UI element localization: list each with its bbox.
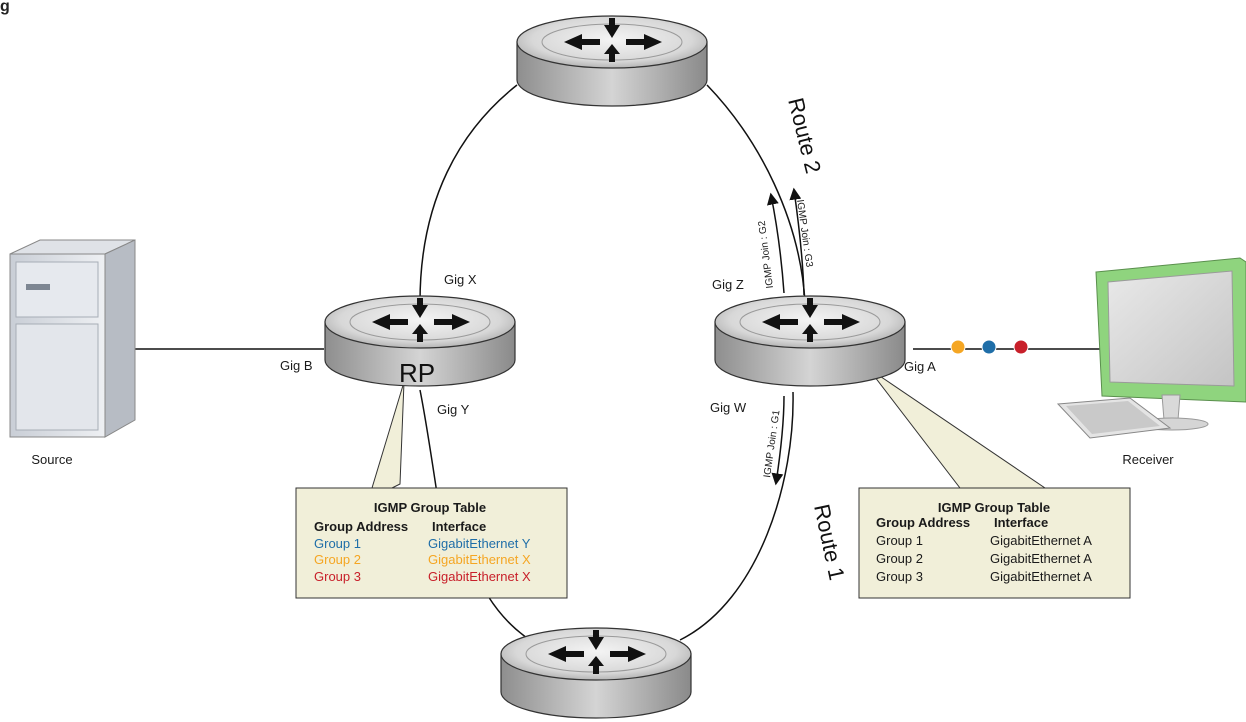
join-label-g3: IGMP Join : G3 <box>794 199 814 268</box>
router-icon <box>500 627 692 719</box>
route1-label: Route 1 <box>809 502 849 583</box>
receiver-table-group: Group 3 <box>876 569 923 584</box>
receiver-label: Receiver <box>1122 452 1174 467</box>
rp-table-header-interface: Interface <box>432 519 486 534</box>
receiver-table-box <box>858 487 1131 599</box>
figure-title: g <box>0 0 10 15</box>
group2-dot <box>950 339 966 355</box>
receiver-table-group: Group 1 <box>876 533 923 548</box>
link-right-bottom <box>679 391 794 641</box>
rp-igmp-table: IGMP Group Table Group Address Interface… <box>295 487 568 599</box>
receiver-table-interface: GigabitEthernet A <box>990 551 1092 566</box>
router-icon <box>516 15 708 107</box>
gig-w-label: Gig W <box>710 400 747 415</box>
rp-table-header-group: Group Address <box>314 519 408 534</box>
rp-label: RP <box>399 358 435 388</box>
rp-table-group: Group 3 <box>314 569 361 584</box>
receiver-table-header-interface: Interface <box>994 515 1048 530</box>
join-arrows <box>766 187 805 486</box>
group-dots <box>950 339 1029 355</box>
rp-table-box <box>295 487 568 599</box>
top-router <box>516 15 708 107</box>
join-arrow-g1 <box>771 395 785 486</box>
receiver-table-interface: GigabitEthernet A <box>990 533 1092 548</box>
receiver-table-group: Group 2 <box>876 551 923 566</box>
link-top-rp <box>419 84 518 303</box>
router-icon <box>714 295 906 387</box>
receiver-table-title: IGMP Group Table <box>938 500 1050 515</box>
rp-table-title: IGMP Group Table <box>374 500 486 515</box>
join-arrow-g2 <box>766 192 785 294</box>
right-router <box>714 295 906 387</box>
receiver-table-header-group: Group Address <box>876 515 970 530</box>
gig-z-label: Gig Z <box>712 277 744 292</box>
source-server: Source <box>9 239 136 467</box>
source-label: Source <box>31 452 72 467</box>
rp-table-group: Group 2 <box>314 552 361 567</box>
receiver-igmp-table: IGMP Group Table Group Address Interface… <box>858 487 1131 599</box>
gig-b-label: Gig B <box>280 358 313 373</box>
gig-x-label: Gig X <box>444 272 477 287</box>
gig-y-label: Gig Y <box>437 402 470 417</box>
group1-dot <box>981 339 997 355</box>
bottom-router <box>500 627 692 719</box>
receiver-table-interface: GigabitEthernet A <box>990 569 1092 584</box>
rp-table-interface: GigabitEthernet Y <box>428 536 531 551</box>
link-rp-bottom-b <box>487 595 531 641</box>
join-label-g2: IGMP Join : G2 <box>757 220 776 289</box>
links <box>133 84 1108 641</box>
gig-a-label: Gig A <box>904 359 936 374</box>
server-icon <box>9 239 136 438</box>
group3-dot <box>1013 339 1029 355</box>
route2-label: Route 2 <box>783 95 826 176</box>
join-label-g1: IGMP Join : G1 <box>762 409 782 478</box>
rp-table-group: Group 1 <box>314 536 361 551</box>
receiver-computer: Receiver <box>1056 257 1246 467</box>
receiver-callout-pointer <box>867 367 1047 489</box>
join-arrow-g3 <box>789 187 805 296</box>
rp-callout-pointer <box>371 381 405 489</box>
monitor-icon <box>1056 257 1246 439</box>
rp-table-interface: GigabitEthernet X <box>428 552 531 567</box>
rp-table-interface: GigabitEthernet X <box>428 569 531 584</box>
link-top-right <box>706 84 806 303</box>
